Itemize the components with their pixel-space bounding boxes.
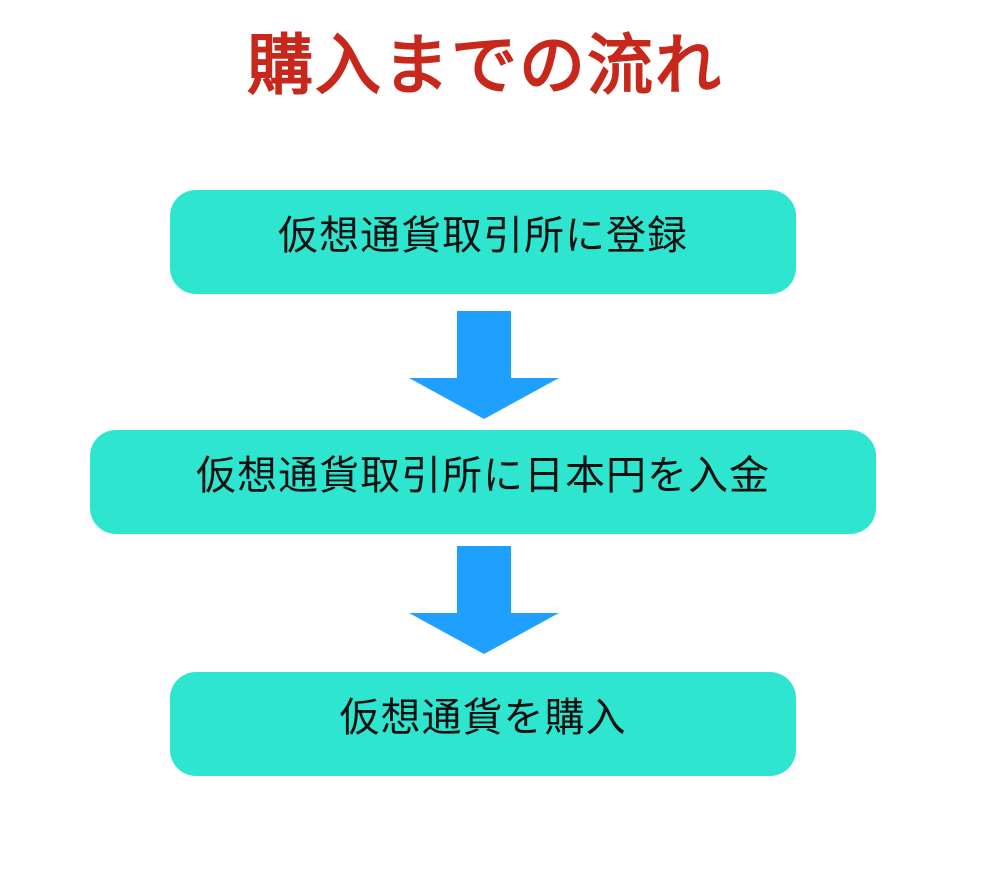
flow-step-register: 仮想通貨取引所に登録	[170, 190, 796, 294]
flow-step-purchase: 仮想通貨を購入	[170, 672, 796, 776]
page-title: 購入までの流れ	[247, 27, 723, 104]
flow-step-label: 仮想通貨を購入	[339, 695, 627, 741]
flow-step-deposit: 仮想通貨取引所に日本円を入金	[90, 430, 876, 534]
arrow-down-icon	[409, 546, 559, 654]
arrow-down-icon	[409, 311, 559, 419]
flow-step-label: 仮想通貨取引所に登録	[278, 213, 688, 259]
flow-step-label: 仮想通貨取引所に日本円を入金	[196, 453, 770, 499]
